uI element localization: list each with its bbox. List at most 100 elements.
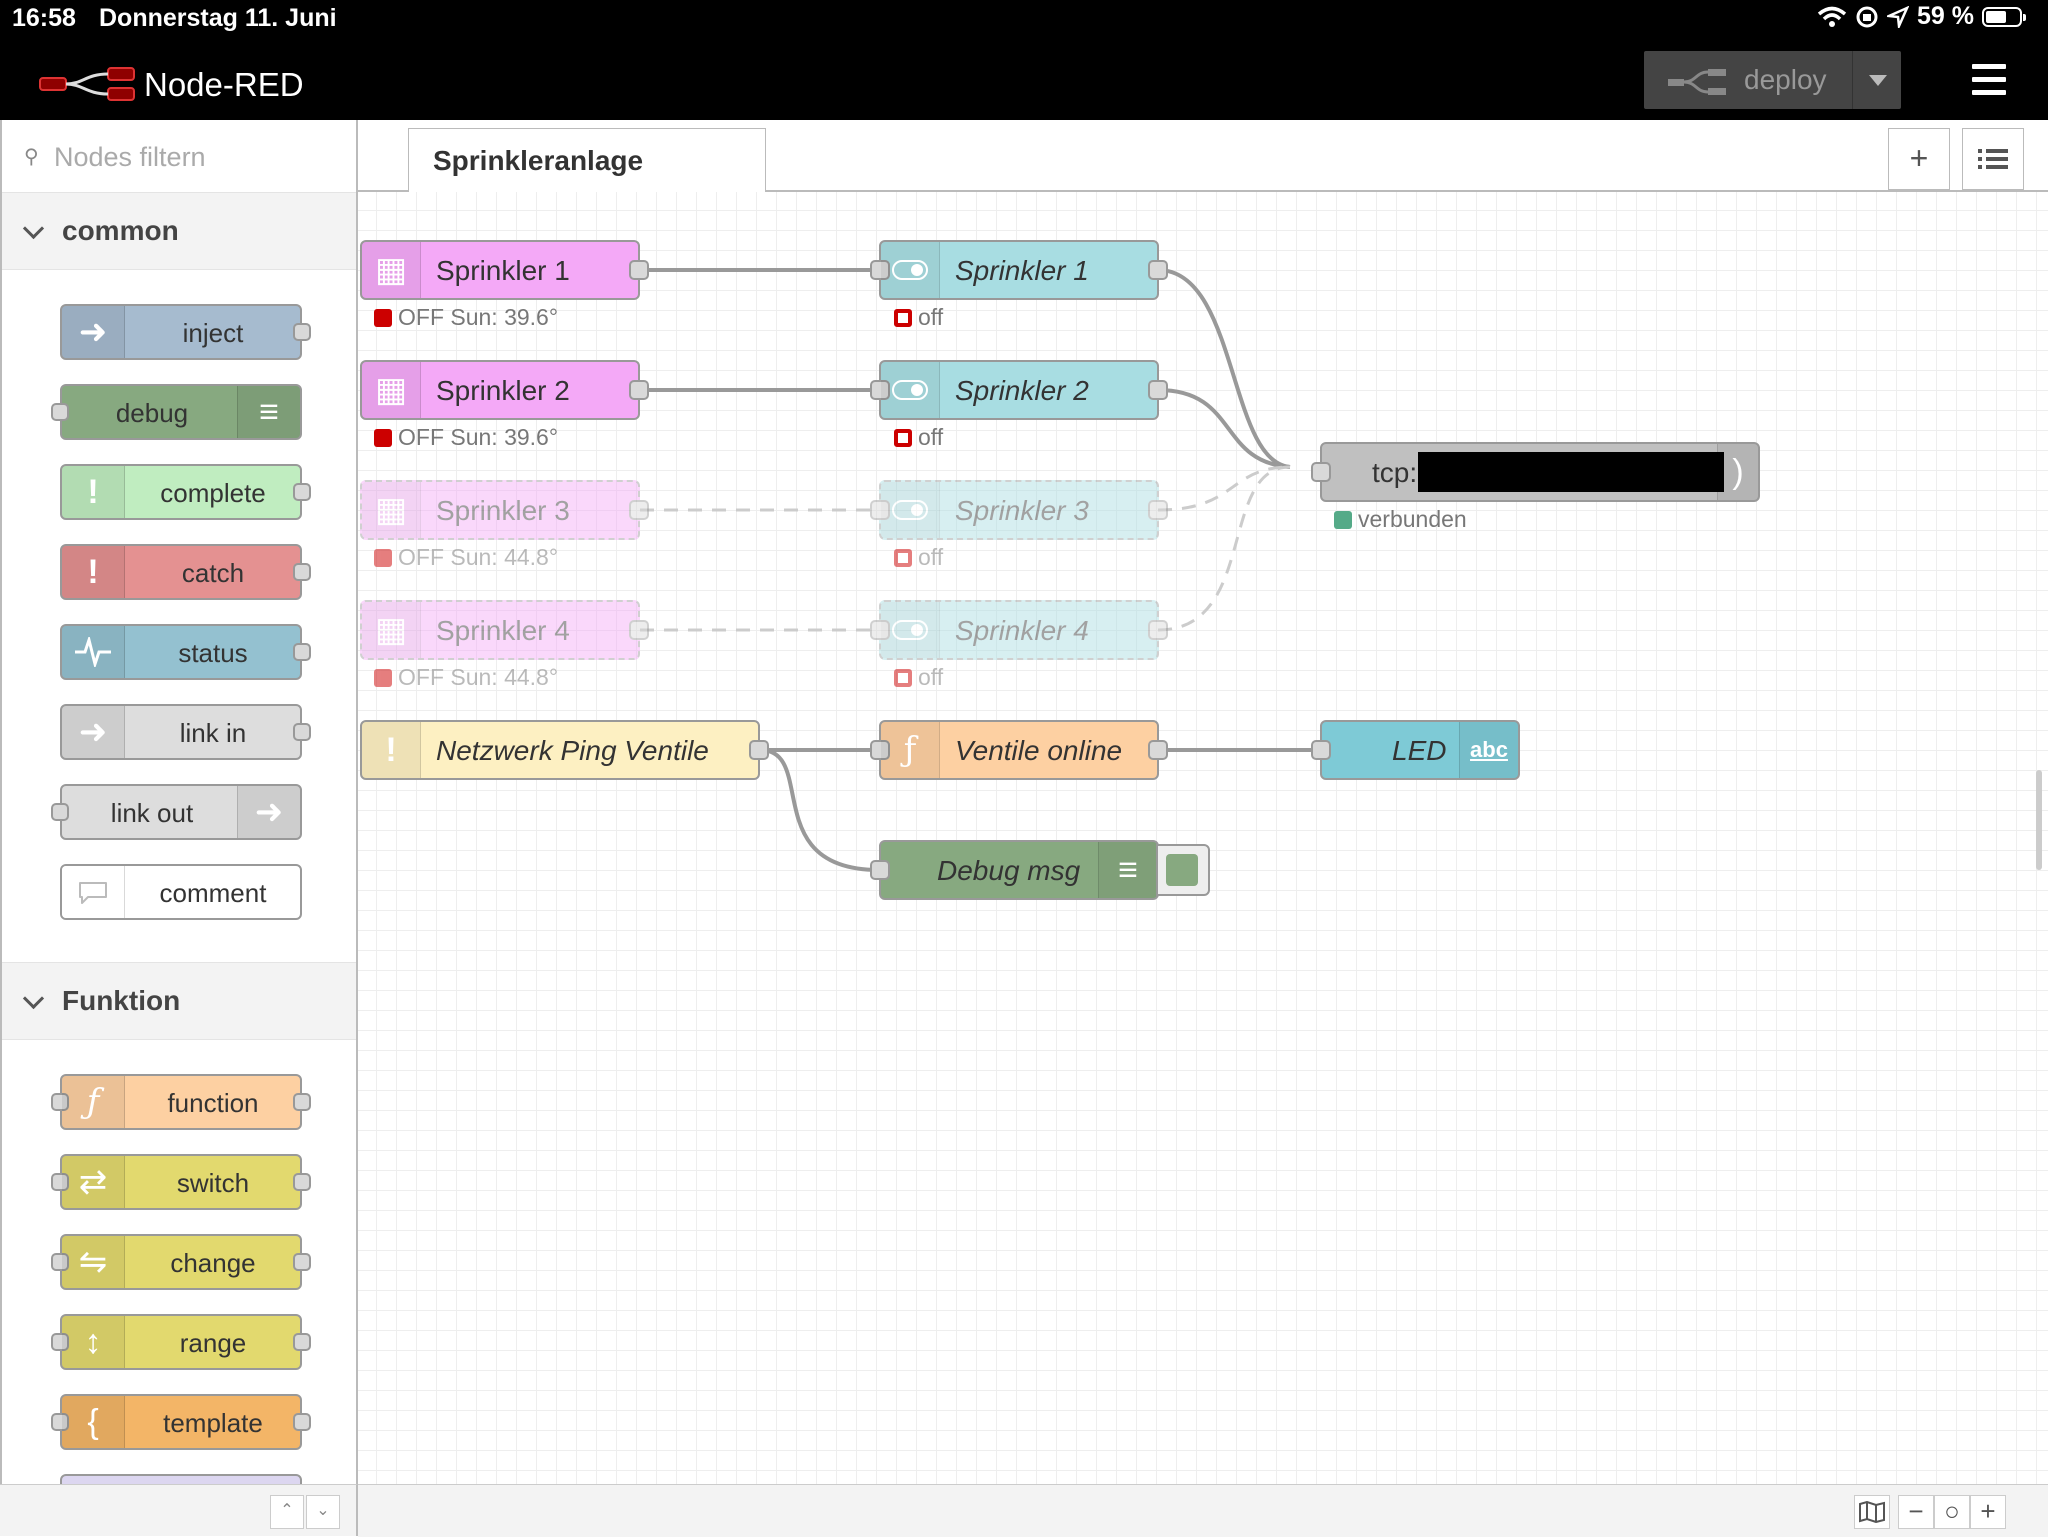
output-port[interactable]: [1148, 740, 1168, 760]
deploy-menu-caret[interactable]: [1852, 51, 1901, 109]
zoom-out-button[interactable]: −: [1898, 1495, 1934, 1529]
input-port[interactable]: [870, 860, 890, 880]
complete-icon: !: [62, 466, 125, 518]
node-label: Sprinkler 1: [436, 255, 570, 287]
palette-node-label: change: [124, 1248, 302, 1279]
palette-node-status[interactable]: status: [60, 624, 302, 680]
status-text: OFF Sun: 44.8°: [398, 544, 558, 571]
debug-toggle-button[interactable]: [1156, 844, 1210, 896]
toggle-icon: [881, 482, 940, 538]
node-debug-msg[interactable]: Debug msg ≡: [879, 840, 1159, 900]
node-label: Ventile online: [955, 735, 1122, 767]
node-ping-ventile[interactable]: ! Netzwerk Ping Ventile: [360, 720, 760, 780]
node-switch-sprinkler-2[interactable]: Sprinkler 2: [879, 360, 1159, 420]
output-port[interactable]: [749, 740, 769, 760]
palette-node-label: range: [124, 1328, 302, 1359]
category-common-header[interactable]: common: [2, 192, 358, 270]
palette-node-label: status: [124, 638, 302, 669]
node-label: LED: [1392, 735, 1446, 767]
collapse-all-button[interactable]: ⌃: [270, 1495, 304, 1529]
tab-label: Sprinkleranlage: [433, 145, 643, 177]
node-switch-sprinkler-1[interactable]: Sprinkler 1: [879, 240, 1159, 300]
output-port[interactable]: [629, 500, 649, 520]
output-port[interactable]: [629, 380, 649, 400]
palette-node-label: inject: [124, 318, 302, 349]
output-port[interactable]: [629, 620, 649, 640]
output-port: [293, 563, 311, 581]
template-icon: {: [62, 1396, 125, 1448]
palette-node-range[interactable]: ↕ range: [60, 1314, 302, 1370]
calendar-icon: ▦: [362, 482, 421, 538]
map-icon: [1859, 1501, 1885, 1523]
input-port[interactable]: [1311, 740, 1331, 760]
redacted-host: [1418, 452, 1724, 492]
status-text: OFF Sun: 39.6°: [398, 304, 558, 331]
node-label: Netzwerk Ping Ventile: [436, 735, 709, 767]
palette-filter[interactable]: ⚲ Nodes filtern: [2, 120, 358, 193]
palette-node-comment[interactable]: comment: [60, 864, 302, 920]
deploy-button[interactable]: deploy: [1644, 51, 1901, 109]
battery-icon: [1982, 7, 2022, 27]
palette-node-catch[interactable]: ! catch: [60, 544, 302, 600]
expand-all-button[interactable]: ⌄: [306, 1495, 340, 1529]
flow-list-button[interactable]: [1962, 128, 2024, 190]
palette-node-label: comment: [124, 878, 302, 909]
category-funktion-header[interactable]: Funktion: [2, 962, 358, 1040]
status-text: off: [918, 304, 943, 331]
orientation-lock-icon: [1855, 5, 1879, 29]
main-menu-button[interactable]: [1972, 64, 2006, 98]
tab-sprinkleranlage[interactable]: Sprinkleranlage: [408, 128, 766, 192]
palette-node-label: switch: [124, 1168, 302, 1199]
calendar-icon: ▦: [362, 602, 421, 658]
node-switch-sprinkler-4[interactable]: Sprinkler 4: [879, 600, 1159, 660]
output-port: [293, 1173, 311, 1191]
node-schedule-sprinkler-2[interactable]: ▦ Sprinkler 2: [360, 360, 640, 420]
output-port: [293, 1333, 311, 1351]
status-ring: [894, 309, 912, 327]
zoom-in-button[interactable]: +: [1970, 1495, 2006, 1529]
palette-node-label: catch: [124, 558, 302, 589]
palette-node-label: template: [124, 1408, 302, 1439]
palette-node-inject[interactable]: ➜ inject: [60, 304, 302, 360]
canvas-scrollbar[interactable]: [2036, 770, 2042, 870]
palette-node-function[interactable]: ƒ function: [60, 1074, 302, 1130]
palette-node-link-in[interactable]: ➜ link in: [60, 704, 302, 760]
node-function-ventile-online[interactable]: ƒ Ventile online: [879, 720, 1159, 780]
node-schedule-sprinkler-3[interactable]: ▦ Sprinkler 3: [360, 480, 640, 540]
zoom-reset-button[interactable]: ○: [1934, 1495, 1970, 1529]
deploy-icon: [1668, 67, 1728, 97]
palette-node-label: link out: [62, 798, 242, 829]
workspace-footer: − ○ +: [358, 1484, 2048, 1537]
palette-node-template[interactable]: { template: [60, 1394, 302, 1450]
output-port[interactable]: [1148, 260, 1168, 280]
palette-node-complete[interactable]: ! complete: [60, 464, 302, 520]
node-schedule-sprinkler-1[interactable]: ▦ Sprinkler 1: [360, 240, 640, 300]
output-port[interactable]: [629, 260, 649, 280]
add-flow-button[interactable]: +: [1888, 128, 1950, 190]
filter-placeholder[interactable]: Nodes filtern: [54, 142, 206, 173]
output-port: [293, 1093, 311, 1111]
wifi-icon: [1817, 5, 1847, 29]
node-status: off: [894, 664, 943, 691]
output-port[interactable]: [1148, 500, 1168, 520]
function-icon: ƒ: [881, 722, 940, 778]
output-port[interactable]: [1148, 620, 1168, 640]
node-tcp-out[interactable]: tcp: ): [1320, 442, 1760, 502]
palette-node-label: debug: [62, 398, 242, 429]
node-label: Sprinkler 3: [955, 495, 1089, 527]
palette-node-change[interactable]: ⇋ change: [60, 1234, 302, 1290]
flow-canvas[interactable]: ▦ Sprinkler 1 OFF Sun: 39.6° ▦ Sprinkler…: [358, 192, 2048, 1484]
function-icon: ƒ: [62, 1076, 125, 1128]
palette-node-debug[interactable]: debug ≡: [60, 384, 302, 440]
node-led[interactable]: LED abc: [1320, 720, 1520, 780]
output-port[interactable]: [1148, 380, 1168, 400]
palette-footer: ⌃ ⌄: [0, 1484, 358, 1536]
palette-node-link-out[interactable]: link out ➜: [60, 784, 302, 840]
navigator-button[interactable]: [1854, 1495, 1890, 1529]
node-switch-sprinkler-3[interactable]: Sprinkler 3: [879, 480, 1159, 540]
palette-node-switch[interactable]: ⇄ switch: [60, 1154, 302, 1210]
input-port[interactable]: [1311, 462, 1331, 482]
status-text: verbunden: [1358, 506, 1467, 533]
node-label: Sprinkler 2: [436, 375, 570, 407]
node-schedule-sprinkler-4[interactable]: ▦ Sprinkler 4: [360, 600, 640, 660]
